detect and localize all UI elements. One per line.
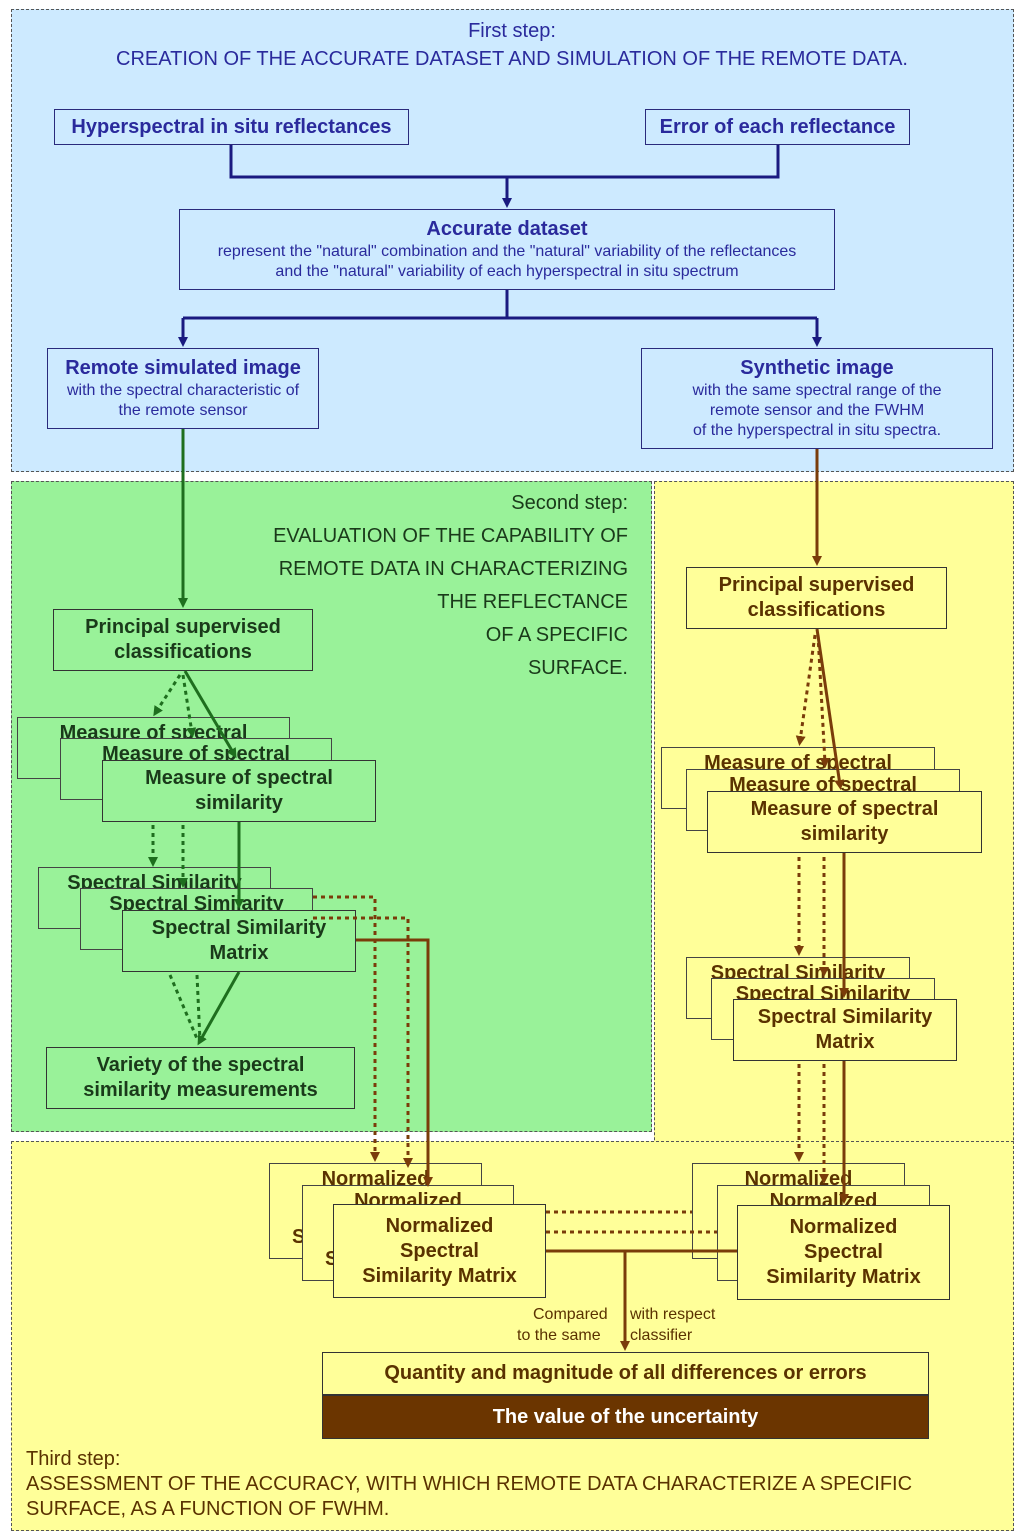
accurate-line1: represent the "natural" combination and … — [217, 243, 797, 260]
green-connectors — [178, 429, 244, 1046]
variety-box: Variety of the spectral similarity measu… — [46, 1047, 355, 1109]
green-measure-box: Measure of spectral similarity — [102, 760, 376, 822]
remote-line1: with the spectral characteristic of — [66, 382, 300, 399]
green-measure-line1: Measure of spectral — [145, 767, 333, 789]
left-normalized-box: Normalized Spectral Similarity Matrix — [333, 1204, 546, 1298]
green-psc-line1: Principal supervised — [85, 616, 281, 638]
compared-label-a: Compared — [533, 1306, 608, 1323]
green-dotted-connectors — [148, 674, 202, 1042]
second-step-title-2: REMOTE DATA IN CHARACTERIZING — [278, 558, 628, 580]
third-step-heading: Third step: — [26, 1448, 121, 1470]
navy-connectors — [178, 145, 822, 347]
uncertainty-box: The value of the uncertainty — [322, 1395, 929, 1439]
quantity-box: Quantity and magnitude of all difference… — [322, 1352, 929, 1395]
right-ssm-line1: Spectral Similarity — [757, 1006, 933, 1028]
right-ssm-box: Spectral Similarity Matrix — [733, 999, 957, 1061]
remote-line2: the remote sensor — [118, 402, 248, 419]
right-psc-line2: classifications — [747, 599, 886, 621]
compared-label-d: classifier — [630, 1327, 693, 1344]
third-step-title-2: SURFACE, AS A FUNCTION OF FWHM. — [26, 1498, 390, 1520]
green-ssm-line2: Matrix — [209, 942, 269, 964]
uncertainty-label: The value of the uncertainty — [492, 1405, 759, 1428]
second-step-title-5: SURFACE. — [527, 657, 628, 679]
synthetic-line1: with the same spectral range of the — [692, 382, 942, 399]
accurate-title: Accurate dataset — [426, 218, 588, 240]
brown-connectors — [356, 449, 849, 1351]
right-measure-line1: Measure of spectral — [750, 798, 939, 820]
right-psc-line1: Principal supervised — [718, 574, 915, 596]
accurate-line2: and the "natural" variability of each hy… — [275, 263, 739, 280]
right-ssm-line2: Matrix — [815, 1031, 875, 1053]
compared-label-c: with respect — [630, 1306, 716, 1323]
green-psc-line2: classifications — [114, 641, 252, 663]
second-step-heading: Second step: — [511, 492, 628, 514]
left-norm-line2: Spectral — [400, 1239, 479, 1262]
green-classification-box: Principal supervised classifications — [53, 609, 313, 671]
compared-label-b: to the same — [517, 1327, 601, 1344]
right-norm-line1: Normalized — [789, 1216, 898, 1238]
green-ssm-line1: Spectral Similarity — [151, 917, 327, 939]
right-normalized-box: Normalized Spectral Similarity Matrix — [737, 1205, 950, 1300]
right-norm-line2: Spectral — [804, 1241, 883, 1263]
remote-simulated-box: Remote simulated image with the spectral… — [47, 348, 319, 429]
green-measure-line2: similarity — [195, 792, 283, 814]
remote-title: Remote simulated image — [65, 357, 301, 379]
left-norm-line1: Normalized — [385, 1214, 494, 1237]
brown-dotted-connectors — [313, 634, 830, 1234]
right-measure-line2: similarity — [800, 823, 889, 845]
first-step-heading: First step: — [468, 20, 556, 42]
hyperspectral-box: Hyperspectral in situ reflectances — [54, 109, 409, 145]
error-box: Error of each reflectance — [645, 109, 910, 145]
green-ssm-box: Spectral Similarity Matrix — [122, 910, 356, 972]
first-step-title: CREATION OF THE ACCURATE DATASET AND SIM… — [116, 48, 908, 70]
synthetic-title: Synthetic image — [740, 357, 894, 379]
right-measure-box: Measure of spectral similarity — [707, 791, 982, 853]
synthetic-line2: remote sensor and the FWHM — [709, 402, 925, 419]
right-classification-box: Principal supervised classifications — [686, 567, 947, 629]
left-norm-line3: Similarity Matrix — [362, 1264, 517, 1287]
error-label: Error of each reflectance — [659, 115, 896, 138]
second-step-title-3: THE REFLECTANCE — [437, 591, 628, 613]
accurate-dataset-box: Accurate dataset represent the "natural"… — [179, 209, 835, 290]
right-norm-line3: Similarity Matrix — [766, 1266, 921, 1288]
variety-line2: similarity measurements — [83, 1079, 318, 1101]
second-step-title-1: EVALUATION OF THE CAPABILITY OF — [273, 525, 628, 547]
hyperspectral-label: Hyperspectral in situ reflectances — [71, 115, 392, 138]
synthetic-line3: of the hyperspectral in situ spectra. — [692, 422, 942, 439]
second-step-title-4: OF A SPECIFIC — [485, 624, 628, 646]
synthetic-image-box: Synthetic image with the same spectral r… — [641, 348, 993, 449]
quantity-label: Quantity and magnitude of all difference… — [384, 1362, 867, 1384]
variety-line1: Variety of the spectral — [96, 1054, 305, 1076]
third-step-title-1: ASSESSMENT OF THE ACCURACY, WITH WHICH R… — [26, 1473, 913, 1495]
